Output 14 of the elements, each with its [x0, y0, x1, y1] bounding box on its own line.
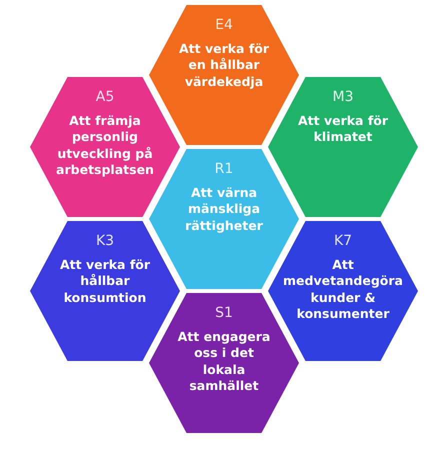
code-label: S1 — [215, 305, 233, 321]
code-label: M3 — [332, 89, 354, 105]
goal-text: Att engagera oss i det lokala samhället — [176, 329, 272, 394]
code-label: A5 — [96, 89, 114, 105]
goal-text: Att verka för klimatet — [296, 113, 390, 146]
goal-text: Att medvetandegöra kunder & konsumenter — [283, 257, 403, 322]
code-label: K7 — [334, 233, 352, 249]
code-label: R1 — [214, 161, 234, 177]
goal-text: Att värna mänskliga rättigheter — [184, 185, 264, 234]
goal-text: Att verka för en hållbar värdekedja — [178, 41, 270, 90]
goal-text: Att verka för hållbar konsumtion — [58, 257, 152, 306]
code-label: K3 — [96, 233, 114, 249]
goal-text: Att främja personlig utveckling på arbetsplatsen — [55, 113, 155, 178]
code-label: E4 — [215, 17, 233, 33]
